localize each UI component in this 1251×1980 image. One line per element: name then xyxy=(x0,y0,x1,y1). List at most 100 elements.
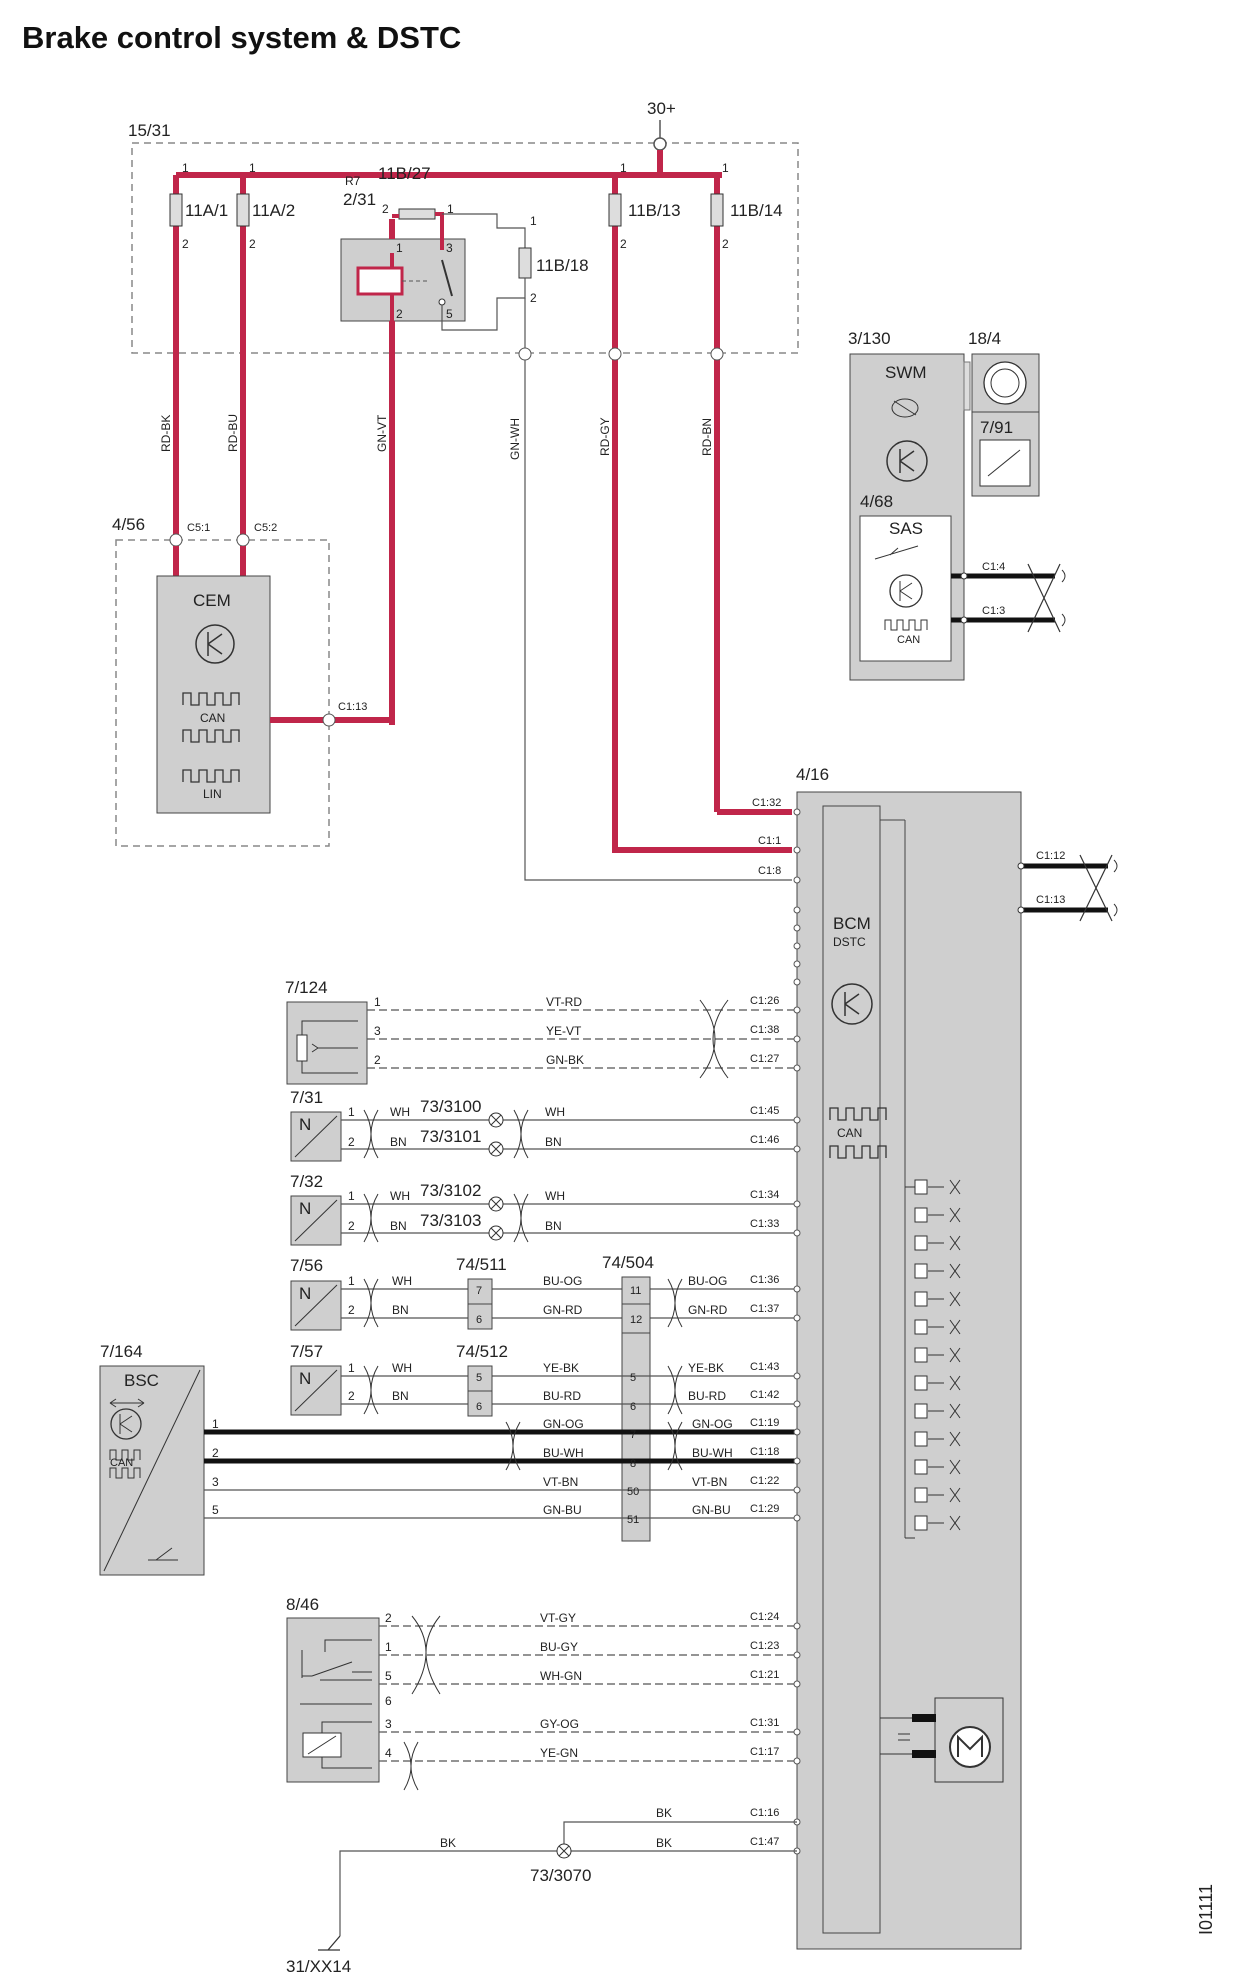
valve-bank xyxy=(905,1179,961,1539)
pin-label: C1:22 xyxy=(750,1475,779,1487)
sensor-n: N xyxy=(299,1115,311,1134)
sas-module xyxy=(859,515,952,662)
pin-label: 1 xyxy=(447,202,454,216)
pin-label: 3 xyxy=(385,1717,392,1731)
wheel-sensor-7-32-label: 7/32 xyxy=(290,1172,323,1191)
relay-coil xyxy=(356,266,404,296)
pin-label: C1:13 xyxy=(338,701,367,713)
wire-rd-bk: RD-BK xyxy=(159,415,173,452)
wire-gn-vt: GN-VT xyxy=(375,414,389,452)
wire-label: VT-GY xyxy=(540,1611,576,1625)
pin-label: 2 xyxy=(530,291,537,305)
fuse-11b14 xyxy=(710,193,724,227)
clock-spring-label: 18/4 xyxy=(968,329,1001,348)
wire-rd-gy: RD-GY xyxy=(598,417,612,456)
pin-label: C1:1 xyxy=(758,835,781,847)
cavity-label: 5 xyxy=(476,1372,482,1384)
pin-label: 2 xyxy=(249,237,256,251)
transistor-icon xyxy=(889,574,923,608)
wire-label: WH xyxy=(545,1189,565,1203)
fuse-11b13-label: 11B/13 xyxy=(628,201,681,220)
wire-label: YE-BK xyxy=(543,1361,579,1375)
pin-label: C1:19 xyxy=(750,1417,779,1429)
relay-label: 2/31 xyxy=(343,190,376,209)
pin-label: C1:47 xyxy=(750,1836,779,1848)
wire-label: GN-BU xyxy=(543,1503,582,1517)
wire-label: WH xyxy=(392,1361,412,1375)
wire-label: BK xyxy=(440,1836,456,1850)
pin-label: 2 xyxy=(348,1389,355,1403)
pin-label: C1:34 xyxy=(750,1189,779,1201)
pin-label: C1:17 xyxy=(750,1746,779,1758)
wire-label: YE-BK xyxy=(688,1361,724,1375)
pin-label: 1 xyxy=(620,161,627,175)
connector-74-504 xyxy=(621,1276,651,1542)
pin-label: C1:29 xyxy=(750,1503,779,1515)
pin-label: C1:31 xyxy=(750,1717,779,1729)
splice-label: 73/3070 xyxy=(530,1866,591,1885)
ground-symbol xyxy=(318,1935,341,1951)
relay-r-label: R7 xyxy=(345,174,361,188)
pin-label: C1:13 xyxy=(1036,894,1065,906)
wire-label: BK xyxy=(656,1836,672,1850)
terminal xyxy=(710,347,724,361)
bsc-name: BSC xyxy=(124,1371,159,1390)
wire-label: BU-RD xyxy=(543,1389,581,1403)
connector-label: 74/512 xyxy=(456,1342,508,1361)
fuse-box-outline xyxy=(131,142,799,354)
cavity-label: 6 xyxy=(476,1401,482,1413)
pin-label: C1:12 xyxy=(1036,850,1065,862)
pin-label: 2 xyxy=(385,1611,392,1625)
sas-name: SAS xyxy=(889,519,923,538)
cavity-label: 5 xyxy=(630,1372,636,1384)
pin-label: C1:36 xyxy=(750,1274,779,1286)
wire-label: BN xyxy=(390,1219,407,1233)
bcm-name: BCM xyxy=(833,914,871,933)
lamp-icon xyxy=(891,398,919,418)
wheel-sensor-7-57-label: 7/57 xyxy=(290,1342,323,1361)
bcm-can: CAN xyxy=(837,1126,862,1140)
cavity-label: 12 xyxy=(630,1314,642,1326)
sensor-n: N xyxy=(299,1284,311,1303)
pin-label: C1:21 xyxy=(750,1669,779,1681)
wire-label: VT-BN xyxy=(692,1475,727,1489)
wire-label: GN-RD xyxy=(543,1303,583,1317)
fuse-11b18 xyxy=(518,247,532,279)
pin-label: 2 xyxy=(348,1219,355,1233)
transistor-icon xyxy=(886,440,928,482)
wire-label: BN xyxy=(390,1135,407,1149)
wire-label: WH xyxy=(390,1189,410,1203)
pin-label: 3 xyxy=(446,241,453,255)
pin-label: C1:33 xyxy=(750,1218,779,1230)
wire-label: BU-WH xyxy=(692,1446,733,1460)
swm-group-label: 3/130 xyxy=(848,329,891,348)
fuse-11b14-label: 11B/14 xyxy=(730,201,783,220)
can-signal-icon xyxy=(829,1107,887,1159)
brake-light-switch-label: 8/46 xyxy=(286,1595,319,1614)
wire-rd-bu: RD-BU xyxy=(226,414,240,452)
sensor-n: N xyxy=(299,1199,311,1218)
page-title: Brake control system & DSTC xyxy=(22,20,462,55)
pin-label: C1:18 xyxy=(750,1446,779,1458)
pin-label: 1 xyxy=(385,1640,392,1654)
pin-label: 2 xyxy=(620,237,627,251)
cavity-label: 50 xyxy=(627,1486,639,1498)
sensor-label: 7/91 xyxy=(980,418,1013,437)
transistor-icon xyxy=(831,983,873,1025)
sensor-n: N xyxy=(299,1369,311,1388)
bcm-sub: DSTC xyxy=(833,935,866,949)
wire-label: WH xyxy=(392,1274,412,1288)
transistor-icon xyxy=(110,1408,142,1440)
pin-label: C1:32 xyxy=(752,797,781,809)
bcm-module xyxy=(796,791,1022,1950)
wire-label: WH-GN xyxy=(540,1669,582,1683)
wire-label: BU-OG xyxy=(688,1274,727,1288)
can-signal-icon xyxy=(884,619,928,631)
wire-label: GN-OG xyxy=(692,1417,733,1431)
can-signal-icon xyxy=(109,1449,141,1479)
fuse-11b13 xyxy=(608,193,622,227)
pin-label: 2 xyxy=(374,1053,381,1067)
wire-rd-bn: RD-BN xyxy=(700,418,714,456)
connector-74-504-label: 74/504 xyxy=(602,1253,654,1272)
